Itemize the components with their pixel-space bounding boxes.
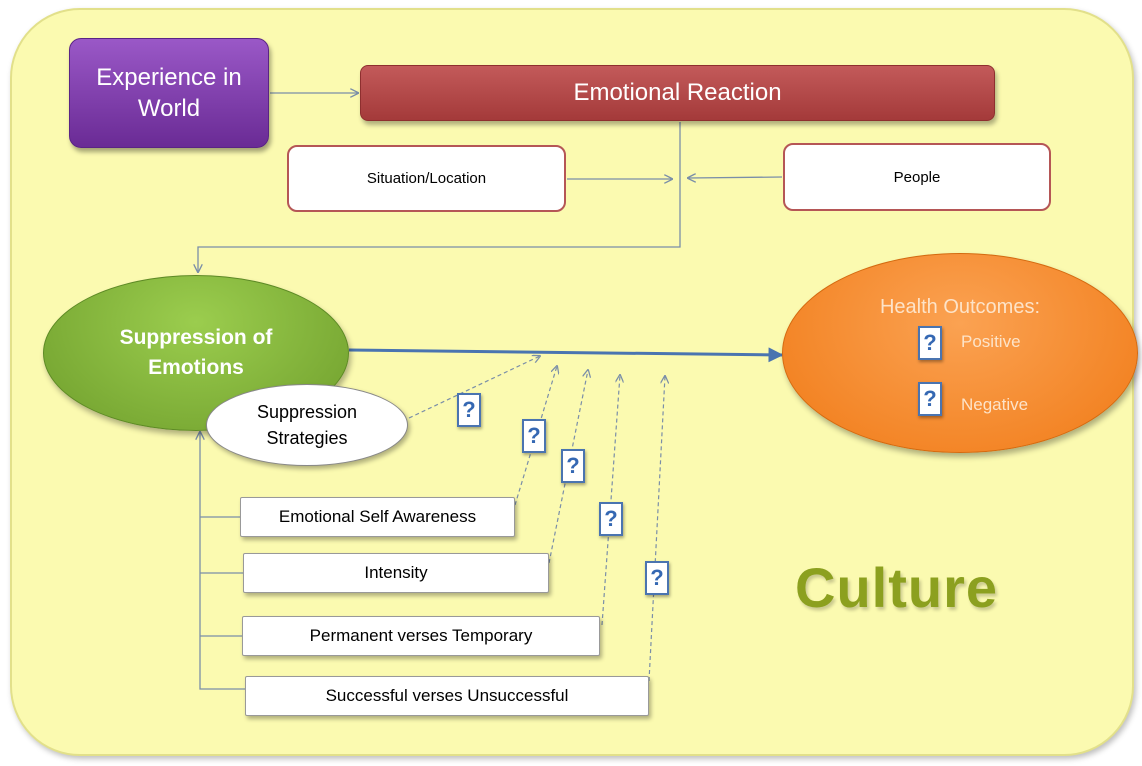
factor-label: Emotional Self Awareness (278, 507, 477, 526)
bracket-factors-to-suppression (200, 432, 245, 690)
question-mark-icon: ? (918, 326, 942, 360)
suppression-strategies-ellipse: Suppression Strategies (206, 384, 408, 466)
factor-successful-vs-unsuccessful: Successful verses Unsuccessful (245, 676, 649, 716)
emotional-reaction-box: Emotional Reaction (360, 65, 995, 121)
dotted-success-to-main (648, 376, 665, 682)
question-mark-icon: ? (918, 382, 942, 416)
question-mark-icon: ? (561, 449, 585, 483)
arrow-reaction-to-suppression (198, 122, 681, 272)
factor-emotional-self-awareness: Emotional Self Awareness (240, 497, 515, 537)
people-box: People (783, 143, 1051, 211)
arrow-suppression-to-health (348, 347, 784, 363)
experience-label: Experience in World (96, 64, 242, 122)
strategies-label: Suppression Strategies (256, 402, 358, 448)
people-label: People (893, 168, 941, 186)
factor-permanent-vs-temporary: Permanent verses Temporary (242, 616, 600, 656)
suppression-label: Suppression of Emotions (119, 326, 273, 379)
arrow-people-to-center (688, 177, 783, 178)
question-mark-icon: ? (457, 393, 481, 427)
culture-label: Culture (795, 556, 998, 619)
factor-label: Successful verses Unsuccessful (325, 686, 569, 705)
factor-intensity: Intensity (243, 553, 549, 593)
negative-outcome-label: Negative (961, 395, 1029, 414)
situation-label: Situation/Location (366, 170, 487, 187)
dotted-strategies-to-main (408, 356, 540, 419)
emotional-reaction-label: Emotional Reaction (573, 79, 782, 106)
situation-location-box: Situation/Location (287, 145, 566, 212)
health-outcomes-title: Health Outcomes: (879, 296, 1041, 318)
positive-outcome-label: Positive (961, 332, 1021, 351)
factor-label: Intensity (364, 563, 428, 582)
question-mark-icon: ? (599, 502, 623, 536)
question-mark-icon: ? (522, 419, 546, 453)
health-outcomes-ellipse: Health Outcomes: Positive Negative (782, 253, 1138, 453)
dotted-permanence-to-main (601, 375, 620, 626)
question-mark-icon: ? (645, 561, 669, 595)
experience-in-world-box: Experience in World (69, 38, 269, 148)
factor-label: Permanent verses Temporary (309, 626, 533, 645)
